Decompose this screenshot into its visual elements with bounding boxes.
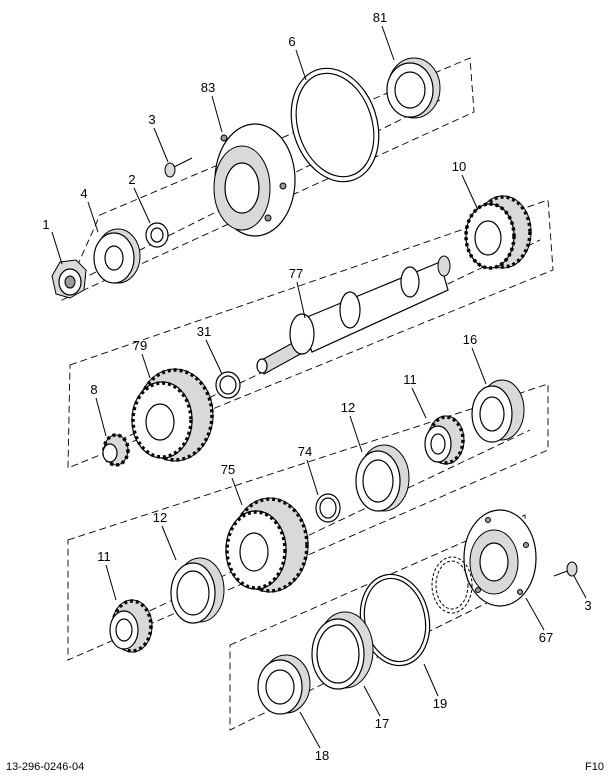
group-frame-upper-middle <box>67 199 554 469</box>
callout-label: 83 <box>201 80 215 95</box>
bolt-part-3-lower <box>553 561 578 577</box>
gear-part-10 <box>464 195 532 270</box>
callout-label: 1 <box>42 217 49 232</box>
callout-label: 81 <box>373 10 387 25</box>
gear-part-79 <box>131 368 214 462</box>
callout-label: 11 <box>97 549 111 564</box>
callout-label: 74 <box>298 444 312 459</box>
group-frame-lower-middle <box>67 383 549 661</box>
callout-label: 8 <box>90 382 97 397</box>
flange-part-67 <box>463 509 537 607</box>
bearing-part-8 <box>102 433 130 467</box>
flange-part-83 <box>213 123 296 237</box>
collar-part-18 <box>257 654 311 715</box>
gasket-part-19 <box>359 573 431 667</box>
bearing-part-16 <box>471 379 525 443</box>
figure-id: F10 <box>585 761 604 773</box>
callout-label: 2 <box>128 172 135 187</box>
callout-label: 77 <box>289 266 303 281</box>
callout-label: 3 <box>148 112 155 127</box>
callout-label: 16 <box>463 332 477 347</box>
bolt-part-3-top <box>164 157 193 178</box>
callout-label: 11 <box>403 372 417 387</box>
bearing-cup-part-12-lower <box>170 557 225 624</box>
callout-label: 18 <box>315 748 329 763</box>
callout-label: 12 <box>153 510 167 525</box>
callout-label: 31 <box>197 324 211 339</box>
gear-part-75 <box>225 497 309 593</box>
bearing-cup-part-12-upper <box>355 444 410 512</box>
callout-label: 12 <box>341 400 355 415</box>
callout-label: 4 <box>80 186 87 201</box>
callout-label: 19 <box>433 696 447 711</box>
callout-label: 10 <box>452 159 466 174</box>
leader-lines <box>51 25 587 749</box>
callout-label: 6 <box>288 34 295 49</box>
axis-line-lower <box>119 429 531 626</box>
washer-part-2 <box>145 222 169 248</box>
snap-ring-part-31 <box>215 371 241 399</box>
callout-label: 79 <box>133 338 147 353</box>
bearing-part-11-lower <box>109 599 153 653</box>
callout-label: 75 <box>221 462 235 477</box>
drawing-number: 13-296-0246-04 <box>6 761 84 773</box>
shim-ring-dashed <box>431 556 473 614</box>
callout-label: 17 <box>375 716 389 731</box>
callout-label: 67 <box>539 630 553 645</box>
seal-part-17 <box>311 611 374 690</box>
gasket-part-6 <box>290 67 380 183</box>
washer-part-4 <box>93 228 141 284</box>
callout-label: 3 <box>584 598 591 613</box>
shaft-part-77 <box>256 255 451 375</box>
nut-part-1 <box>51 259 87 299</box>
seal-part-81 <box>386 57 441 119</box>
bearing-part-11-upper <box>424 415 465 465</box>
snap-ring-part-74 <box>315 493 341 523</box>
